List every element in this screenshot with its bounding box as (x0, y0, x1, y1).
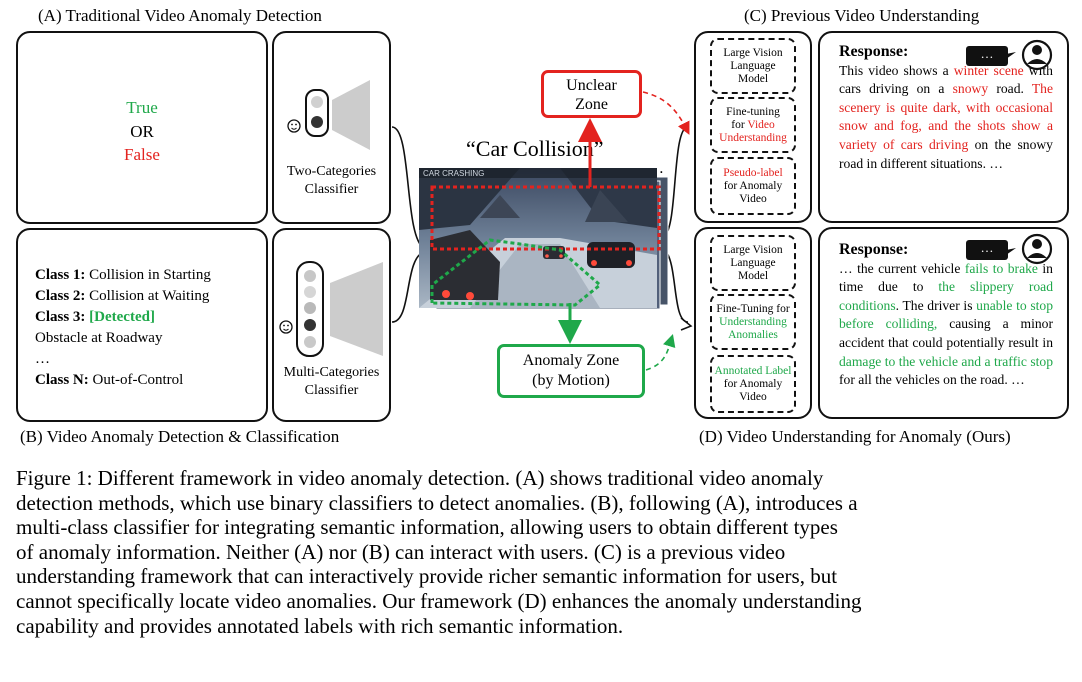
anomaly-zone-region (430, 238, 603, 307)
green-dashed-arrow (645, 333, 676, 371)
panel_d-segment: the slippery road conditions (839, 279, 1053, 313)
unclear-zone-region (430, 185, 661, 251)
panel-c-title: (C) Previous Video Understanding (744, 6, 980, 25)
panel_d-segment: fails to brake (964, 260, 1038, 276)
figure-caption: Figure 1: Different framework in video a… (16, 466, 862, 638)
connector-b (391, 251, 425, 323)
ellipsis: … (35, 351, 50, 367)
panel-d-title: (D) Video Understanding for Anomaly (Our… (699, 427, 1011, 446)
class-2-row: Class 2: Collision at Waiting (35, 288, 210, 304)
red-dashed-arrow (642, 91, 690, 135)
class-3-text: Obstacle at Roadway (35, 330, 163, 346)
panel-b-output-box: Class 1: Collision in Starting Class 2: … (16, 228, 268, 422)
connector-c (664, 126, 689, 237)
class-n-row: Class N: Out-of-Control (35, 372, 184, 388)
connector-d (664, 249, 689, 323)
video-frame-stack: CAR CRASHING (419, 168, 669, 310)
c-finetune-box: Fine-tuning for Video Understanding (710, 97, 796, 153)
panel-b-title: (B) Video Anomaly Detection & Classifica… (20, 427, 340, 446)
panel-a-output-box: True OR False (16, 31, 268, 224)
panel_c-segment: on the snowy road in different situation… (839, 136, 1053, 171)
panel-c-response-box: Response: This video shows a winter scen… (818, 31, 1069, 223)
false-label: False (124, 145, 160, 164)
multi-categories-label: Multi-Categories (283, 365, 380, 380)
panel_d-segment: causing a minor accident that could pote… (839, 316, 1053, 350)
two-categories-label: Two-Categories (286, 164, 377, 179)
panel_d-segment: . The driver is (895, 297, 977, 313)
panel_c-segment: winter scene (953, 62, 1024, 78)
car-collision-quote: “Car Collision” (466, 136, 604, 161)
panel_d-segment: unable to stop before colliding, (839, 297, 1053, 332)
frame-watermark-text: CAR CRASHING (423, 169, 484, 178)
class-3-row: Class 3: [Detected] (35, 309, 155, 325)
panel_c-segment: snowy (952, 81, 989, 97)
classifier-label-b: Classifier (304, 383, 359, 398)
panel_d-segment: … the current vehicle (839, 260, 965, 276)
panel-d-response-box: Response: … the current vehicle fails to… (818, 227, 1069, 419)
panel_d-segment: for all the vehicles on the road. … (839, 372, 1025, 388)
anomaly-zone-box: Anomaly Zone(by Motion) (497, 344, 645, 398)
d-finetune-box: Fine-Tuning for Understanding Anomalies (710, 294, 796, 350)
panel_d-segment: damage to the vehicle and a traffic stop (839, 353, 1053, 369)
connector-a (391, 126, 425, 249)
c-chat-bubble: … (966, 46, 1008, 66)
panel-a-title: (A) Traditional Video Anomaly Detection (38, 6, 322, 25)
classifier-label: Classifier (304, 182, 359, 197)
class-1-row: Class 1: Collision in Starting (35, 267, 211, 283)
c-response-text: Response: This video shows a winter scen… (839, 43, 1053, 171)
panel_d-segment: in time due to (839, 260, 1053, 295)
frames-ellipsis: … (648, 160, 664, 177)
d-response-text: Response: … the current vehicle fails to… (839, 241, 1053, 388)
two-categories-classifier-box: Two-Categories Classifier (272, 31, 391, 224)
panel_c-segment: road. (988, 81, 1032, 97)
or-label: OR (130, 121, 154, 141)
panel_c-segment: The scenery is quite dark, with occasion… (839, 81, 1053, 152)
true-label: True (126, 98, 158, 117)
panel_c-segment: This video shows a (839, 62, 954, 78)
d-chat-bubble: … (966, 240, 1008, 260)
detected-badge: [Detected] (89, 309, 155, 325)
multi-categories-classifier-box: Multi-Categories Classifier (272, 228, 391, 422)
